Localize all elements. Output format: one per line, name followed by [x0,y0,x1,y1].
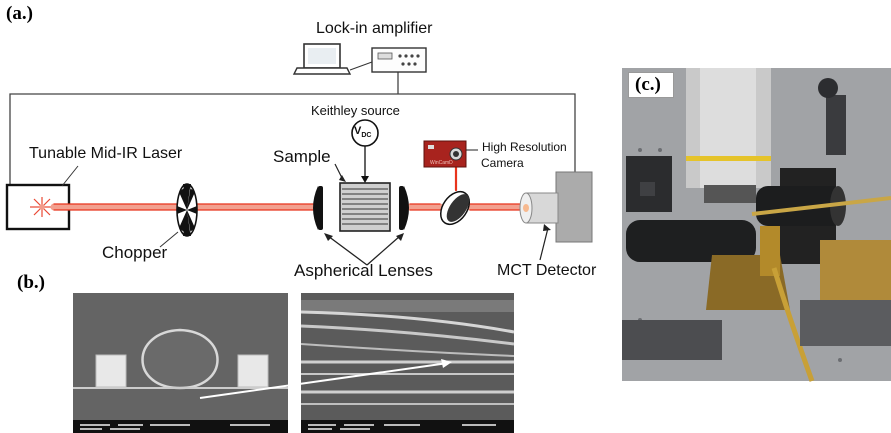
panel-a-label: (a.) [6,3,33,24]
panel-b-label: (b.) [17,272,45,293]
camera-icon: WinCamD [423,140,467,168]
setup-photo [622,68,891,382]
chopper-label: Chopper [102,243,168,262]
laptop-icon [292,43,352,75]
panel-c-label: (c.) [635,74,661,95]
vdc-subscript: DC [361,132,372,140]
svg-text:WinCamD: WinCamD [430,160,453,166]
sem-image-ring-resonator [73,293,288,433]
aspherical-lenses-label: Aspherical Lenses [294,261,433,280]
vdc-text: V [354,125,362,137]
sem-image-waveguide-zoom [300,293,515,433]
sample-chip-icon [339,182,391,232]
mct-detector-icon [519,171,593,243]
panel-c-label-box: (c.) [628,72,674,98]
vdc-label: VDC [354,125,371,139]
lock-in-amplifier-label: Lock-in amplifier [316,20,433,37]
chopper-icon [176,183,198,237]
zoom-arrow [199,359,452,399]
laser-icon [5,183,71,231]
laser-label: Tunable Mid-IR Laser [29,145,183,162]
signal-wiring [9,72,576,185]
aspherical-lens-icon [399,186,409,230]
mct-detector-label: MCT Detector [497,262,597,279]
sample-label: Sample [273,147,331,166]
aspherical-lens-icon [313,186,323,230]
camera-label-line2: Camera [481,156,524,170]
lock-in-amplifier-icon [371,47,427,73]
camera-label-line1: High Resolution [482,140,567,154]
beam-splitter-icon [439,190,471,226]
keithley-source-label: Keithley source [311,103,400,118]
